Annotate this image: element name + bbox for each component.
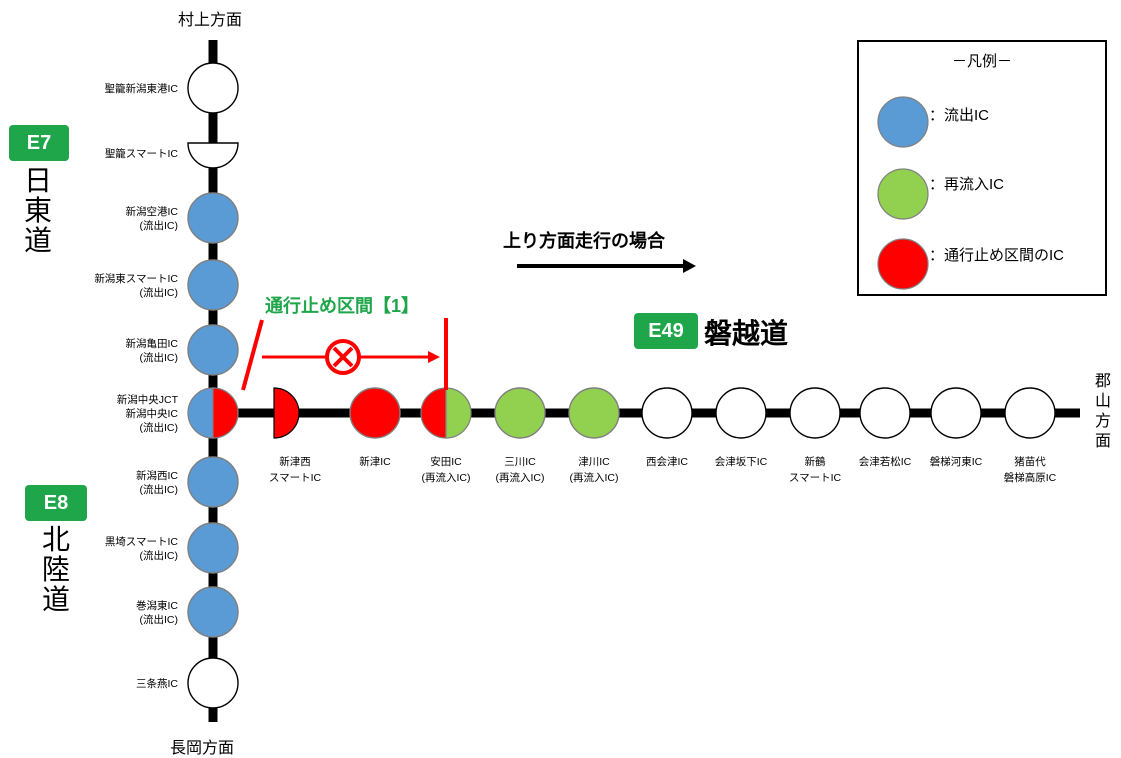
ic-label: (流出IC) — [140, 483, 179, 496]
ic-label: (流出IC) — [140, 286, 179, 299]
e7-road-name: 日 東 道 — [22, 166, 54, 256]
ic-label: 新潟西IC — [136, 469, 178, 482]
ic-marker-left-half — [187, 387, 214, 439]
ic-label: (再流入IC) — [422, 471, 471, 484]
ic-marker — [641, 387, 693, 439]
e49-badge: E49 — [634, 313, 698, 349]
ic-marker — [187, 657, 239, 709]
legend-closed-label: ：通行止め区間のIC — [929, 247, 1065, 264]
e8-badge: E8 — [25, 485, 87, 521]
e8-name-char: 北 — [41, 524, 70, 555]
east-direction-char: 方 — [1094, 413, 1111, 430]
smart-ic-marker — [273, 387, 300, 439]
east-direction-char: 山 — [1094, 393, 1111, 410]
ic-label: 磐梯河東IC — [930, 455, 983, 468]
ic-label: スマートIC — [269, 472, 322, 484]
e8-road-name: 北 陸 道 — [40, 525, 72, 615]
east-direction-char: 郡 — [1094, 373, 1111, 390]
ic-marker — [715, 387, 767, 439]
e7-badge: E7 — [9, 125, 69, 161]
east-direction-label: 郡 山 方 面 — [1092, 372, 1114, 452]
ic-marker — [1004, 387, 1056, 439]
ic-marker — [930, 387, 982, 439]
ic-marker — [187, 192, 239, 244]
ic-marker — [187, 522, 239, 574]
legend-swatches — [877, 96, 929, 290]
ic-label: 猪苗代 — [1014, 456, 1046, 468]
e7-name-char: 道 — [23, 225, 52, 256]
ic-label: 磐梯高原IC — [1004, 471, 1057, 484]
e7-name-char: 東 — [23, 195, 52, 226]
smart-ic-marker — [187, 142, 239, 169]
ic-marker — [859, 387, 911, 439]
ic-label: 三川IC — [504, 456, 536, 468]
ic-label: (流出IC) — [140, 219, 179, 232]
legend-reentry-label: ：再流入IC — [929, 176, 1005, 193]
ic-label: 新潟東スマートIC — [94, 272, 178, 285]
e49-road-name: 磐越道 — [704, 318, 789, 349]
ic-label: 安田IC — [430, 455, 462, 468]
ic-label: 黒埼スマートIC — [105, 535, 179, 548]
ic-label: 西会津IC — [646, 455, 688, 468]
ic-marker — [349, 387, 401, 439]
ic-marker-left-half — [420, 387, 447, 439]
south-direction-label: 長岡方面 — [170, 740, 235, 757]
ic-label: (再流入IC) — [570, 471, 619, 484]
ic-label: 聖籠スマートIC — [105, 147, 179, 160]
ic-label: 会津坂下IC — [715, 455, 768, 468]
legend-closed-swatch — [877, 238, 929, 290]
ic-label: 新潟空港IC — [126, 205, 179, 218]
ic-label: 津川IC — [578, 456, 610, 468]
ic-marker-right-half — [212, 387, 239, 439]
ic-label: (流出IC) — [140, 421, 179, 434]
no-entry-icon-stroke — [332, 346, 354, 368]
legend-box: －凡例－ ：流出IC ：再流入IC ：通行止め区間のIC — [857, 40, 1107, 296]
ic-label: 三条燕IC — [136, 677, 178, 690]
ic-label: 新潟亀田IC — [126, 337, 179, 350]
e7-name-char: 日 — [23, 165, 52, 196]
ic-label: 新津西 — [279, 455, 311, 468]
travel-direction-arrow-head — [683, 259, 696, 273]
ic-marker — [187, 62, 239, 114]
north-direction-label: 村上方面 — [178, 12, 243, 29]
ic-label: 新津IC — [359, 455, 391, 468]
ic-label: (流出IC) — [140, 549, 179, 562]
e8-name-char: 道 — [41, 584, 70, 615]
ic-label: (流出IC) — [140, 351, 179, 364]
ic-label: 聖籠新潟東港IC — [105, 82, 179, 95]
ic-label: スマートIC — [789, 472, 842, 484]
ic-label: 新潟中央JCT — [117, 393, 179, 406]
closure-arrow-head — [428, 351, 440, 363]
ic-marker — [187, 586, 239, 638]
east-direction-char: 面 — [1094, 433, 1111, 450]
travel-direction-label: 上り方面走行の場合 — [503, 231, 665, 251]
legend-outflow-label: ：流出IC — [929, 107, 990, 124]
ic-label: (再流入IC) — [496, 471, 545, 484]
e8-name-char: 陸 — [41, 554, 70, 585]
ic-label: 巻潟東IC — [136, 599, 178, 612]
ic-marker — [494, 387, 546, 439]
legend-reentry-swatch — [877, 168, 929, 220]
ic-marker — [789, 387, 841, 439]
closure-start-bar — [241, 319, 264, 391]
ic-label: 会津若松IC — [859, 455, 912, 468]
ic-marker — [187, 259, 239, 311]
ic-marker-right-half — [445, 387, 472, 439]
ic-marker — [187, 456, 239, 508]
legend-title: －凡例－ — [951, 53, 1012, 70]
ic-label: (流出IC) — [140, 613, 179, 626]
ic-marker — [568, 387, 620, 439]
ic-label: 新潟中央IC — [126, 407, 179, 420]
ic-marker — [187, 324, 239, 376]
closure-section-label: 通行止め区間【1】 — [265, 296, 420, 316]
legend-outflow-swatch — [877, 96, 929, 148]
ic-label: 新鶴 — [805, 455, 826, 468]
